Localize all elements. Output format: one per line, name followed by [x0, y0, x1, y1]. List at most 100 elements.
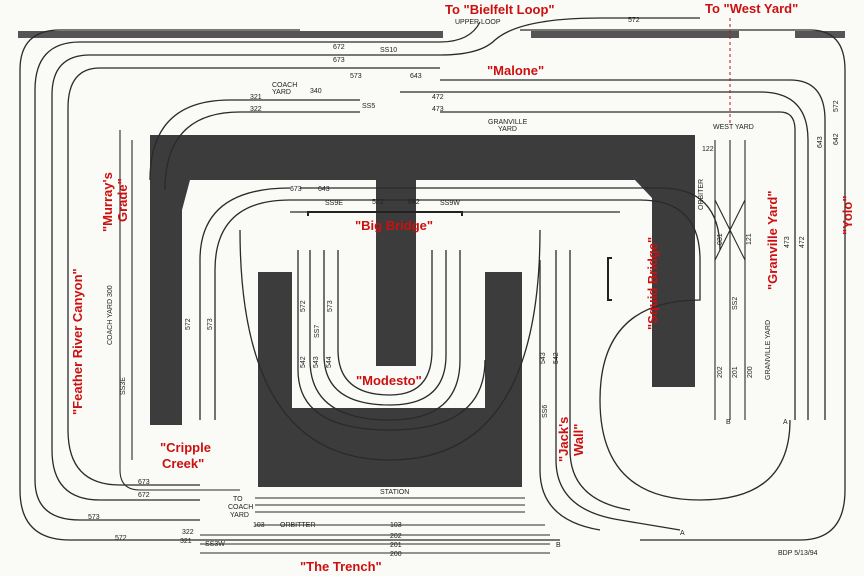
label-201: 201: [390, 542, 402, 549]
label-granville-yard: YARD: [498, 126, 517, 133]
label-coach-yard-vertical: COACH YARD 300: [107, 285, 114, 345]
label-grade: Grade": [115, 178, 130, 222]
label-granville-yard-vertical: GRANVILLE YARD: [765, 320, 772, 380]
center-aisle-peninsula: [376, 180, 416, 366]
label-ss3e: SS3E: [120, 377, 127, 395]
label-643-vertical: 643: [817, 136, 824, 148]
label-643-top: 643: [410, 73, 422, 80]
label-572b: 572: [300, 300, 307, 312]
label-673-mid: 673: [290, 186, 302, 193]
label-ss5: SS5: [362, 103, 375, 110]
label-creek: Creek": [162, 456, 204, 471]
modesto-loop-inner: [297, 250, 486, 431]
label-granville: GRANVILLE: [488, 119, 528, 126]
yard-crossover-2: [714, 199, 746, 261]
modesto-u-1: [309, 250, 461, 421]
label-122: 122: [702, 146, 714, 153]
inner-loop-2: [290, 199, 701, 261]
label-031: 031: [717, 233, 724, 245]
big-bridge-bracket: [307, 211, 463, 216]
outer-track-4: [67, 67, 440, 486]
label-station: STATION: [380, 489, 409, 496]
inner-loop-1: [300, 187, 721, 251]
label-west-yard: WEST YARD: [713, 124, 754, 131]
label-ss9e: SS9E: [325, 200, 343, 207]
wall-border-right: [795, 31, 845, 38]
label-672-bl: 672: [138, 492, 150, 499]
label-202: 202: [390, 533, 402, 540]
right-outer-loop-2: [440, 79, 826, 420]
label-modesto: "Modesto": [356, 373, 422, 388]
label-573: 573: [350, 73, 362, 80]
jacks-wall-3: [539, 260, 601, 531]
outer-track-2: [34, 41, 300, 521]
wall-border-mid: [531, 31, 739, 38]
label-542: 542: [300, 356, 307, 368]
modesto-u-2: [323, 250, 447, 406]
label-to: TO: [233, 496, 243, 503]
label-a-right: A: [783, 419, 788, 426]
label-upper-loop: UPPER LOOP: [455, 19, 501, 26]
right-loop-3: [400, 91, 809, 420]
granville-lead: [440, 111, 796, 420]
label-bielfelt-loop: To "Bielfelt Loop": [445, 2, 555, 17]
label-a-bottom: A: [680, 530, 685, 537]
label-wall: Wall": [571, 424, 586, 456]
lower-aisle-block: [258, 272, 522, 487]
label-202-vertical: 202: [717, 366, 724, 378]
label-west-yard-to: To "West Yard": [705, 1, 798, 16]
label-yard-bottom: YARD: [230, 512, 249, 519]
mid-loop-1: [149, 99, 360, 181]
coach-yard-lead-1: [119, 130, 240, 491]
label-472-vertical: 472: [799, 236, 806, 248]
label-572-right: 572: [833, 100, 840, 112]
label-ss6: SS6: [542, 405, 549, 418]
label-200: 200: [390, 551, 402, 558]
label-321b: 321: [180, 538, 192, 545]
label-ss9w: SS9W: [440, 200, 460, 207]
label-322: 322: [250, 106, 262, 113]
label-yolo: "Yolo": [840, 195, 855, 235]
right-return-loop: [599, 260, 791, 501]
label-ss10: SS10: [380, 47, 397, 54]
label-murrays: "Murray's: [100, 172, 115, 232]
label-b-bottom: B: [556, 542, 561, 549]
label-coach: COACH: [272, 82, 297, 89]
wall-border-left: [18, 31, 443, 38]
label-orbitter: ORBITTER: [280, 522, 315, 529]
label-642-right: 642: [833, 133, 840, 145]
label-544: 544: [326, 356, 333, 368]
cripple-creek-1: [199, 187, 291, 420]
label-340: 340: [310, 88, 322, 95]
label-573b: 573: [327, 300, 334, 312]
modesto-u-3: [337, 250, 433, 396]
cripple-creek-2: [214, 199, 291, 420]
label-granville-yard: "Granville Yard": [765, 190, 780, 290]
modesto-loop-outer: [239, 229, 541, 461]
jacks-wall-1: [555, 250, 681, 531]
jacks-wall-2: [569, 250, 631, 511]
label-673-top: 673: [333, 57, 345, 64]
label-103b: 103: [390, 522, 402, 529]
label-200-vertical: 200: [747, 366, 754, 378]
label-yard: YARD: [272, 89, 291, 96]
outer-track-3: [51, 54, 440, 501]
label-jacks: "Jack's: [556, 417, 571, 462]
upper-loop-lead-2: [439, 17, 700, 56]
label-b-right: B: [726, 419, 731, 426]
label-cripple: "Cripple: [160, 440, 211, 455]
label-321: 321: [250, 94, 262, 101]
label-ss2: SS2: [732, 297, 739, 310]
label-473-vertical: 473: [784, 236, 791, 248]
label-472: 472: [432, 94, 444, 101]
label-103: 103: [253, 522, 265, 529]
label-121: 121: [746, 233, 753, 245]
upper-loop-lead: [300, 21, 481, 43]
label-the-trench: "The Trench": [300, 559, 382, 574]
label-feather-river-canyon: "Feather River Canyon": [70, 268, 85, 415]
label-572-top: 572: [628, 17, 640, 24]
label-coach-bottom: COACH: [228, 504, 253, 511]
label-673-bl: 673: [138, 479, 150, 486]
